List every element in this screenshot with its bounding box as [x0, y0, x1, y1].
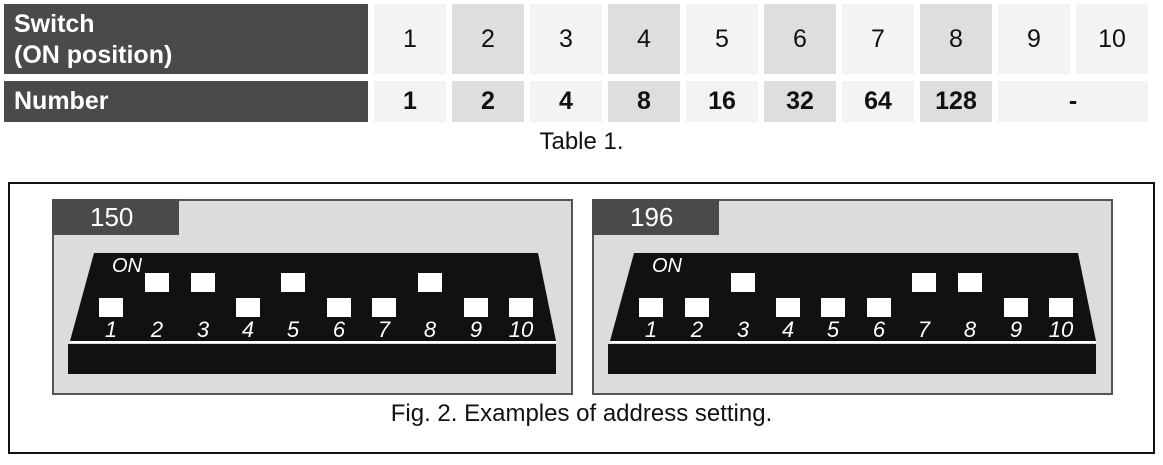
number-cell-2: 2: [452, 81, 524, 122]
example-value-label: 150: [52, 199, 179, 235]
switch-6-off: [867, 298, 891, 317]
dip-switch-base: [68, 344, 556, 374]
switch-4-off: [776, 298, 800, 317]
switch-number-label: 6: [873, 317, 886, 342]
switch-cell-4: 4: [608, 4, 680, 74]
switch-cell-7: 7: [842, 4, 914, 74]
number-cell-4: 8: [608, 81, 680, 122]
switch-number-label: 4: [242, 317, 254, 342]
number-cell-5: 16: [686, 81, 758, 122]
number-cell-9-10: -: [998, 81, 1148, 122]
switch-number-label: 5: [827, 317, 840, 342]
number-cell-1: 1: [374, 81, 446, 122]
switch-8-on: [958, 273, 982, 292]
switch-number-label: 3: [197, 317, 210, 342]
switch-9-off: [1004, 298, 1028, 317]
switch-number-label: 10: [1049, 317, 1074, 342]
switch-3-on: [191, 273, 215, 292]
switch-3-on: [731, 273, 755, 292]
dip-switch-base: [608, 344, 1096, 374]
switch-number-label: 2: [690, 317, 703, 342]
switch-7-on: [912, 273, 936, 292]
switch-cell-3: 3: [530, 4, 602, 74]
switch-number-label: 1: [645, 317, 657, 342]
switch-number-label: 8: [964, 317, 977, 342]
switch-7-off: [372, 298, 396, 317]
number-cell-8: 128: [920, 81, 992, 122]
dip-switch-diagram: ON 1 2 3 4 5 6 7 8 9 10: [608, 253, 1096, 374]
switch-number-label: 9: [1010, 317, 1022, 342]
switch-number-label: 7: [918, 317, 931, 342]
switch-number-label: 8: [424, 317, 437, 342]
switch-6-off: [327, 298, 351, 317]
dip-switch-body: [610, 253, 1096, 341]
switch-cell-10: 10: [1076, 4, 1148, 74]
switch-4-off: [236, 298, 260, 317]
switch-5-off: [821, 298, 845, 317]
switch-cell-1: 1: [374, 4, 446, 74]
number-header: Number: [4, 81, 368, 122]
switch-header-line1: Switch: [14, 10, 95, 38]
switch-header: Switch (ON position): [4, 4, 368, 74]
number-cell-6: 32: [764, 81, 836, 122]
switch-1-off: [639, 298, 663, 317]
number-cell-3: 4: [530, 81, 602, 122]
switch-cell-6: 6: [764, 4, 836, 74]
number-cell-7: 64: [842, 81, 914, 122]
switch-number-label: 3: [737, 317, 750, 342]
example-value-label: 196: [592, 199, 719, 235]
switch-cell-2: 2: [452, 4, 524, 74]
switch-number-label: 10: [509, 317, 534, 342]
switch-10-off: [1049, 298, 1073, 317]
switch-9-off: [464, 298, 488, 317]
figure-frame: 150 ON 1 2 3 4 5 6 7 8 9 10 196 ON 1 2 3 4 5 6 7 8 9 10 Fig.…: [8, 182, 1155, 454]
switch-number-label: 7: [378, 317, 391, 342]
switch-cell-8: 8: [920, 4, 992, 74]
switch-10-off: [509, 298, 533, 317]
figure-caption: Fig. 2. Examples of address setting.: [390, 400, 773, 427]
switch-number-label: 2: [150, 317, 163, 342]
switch-1-off: [99, 298, 123, 317]
example-panel-1: 150 ON 1 2 3 4 5 6 7 8 9 10: [52, 199, 573, 395]
dip-switch-diagram: ON 1 2 3 4 5 6 7 8 9 10: [68, 253, 556, 374]
switch-8-on: [418, 273, 442, 292]
switch-number-label: 5: [287, 317, 300, 342]
switch-header-line2: (ON position): [14, 41, 173, 69]
example-panel-2: 196 ON 1 2 3 4 5 6 7 8 9 10: [592, 199, 1113, 395]
table-caption: Table 1.: [539, 128, 624, 155]
switch-2-off: [685, 298, 709, 317]
switch-number-label: 4: [782, 317, 794, 342]
switch-cell-5: 5: [686, 4, 758, 74]
switch-number-label: 1: [105, 317, 117, 342]
on-label: ON: [652, 255, 683, 277]
switch-5-on: [281, 273, 305, 292]
dip-switch-body: [70, 253, 556, 341]
on-label: ON: [112, 255, 143, 277]
switch-number-label: 9: [470, 317, 482, 342]
switch-number-label: 6: [333, 317, 346, 342]
switch-2-on: [145, 273, 169, 292]
switch-cell-9: 9: [998, 4, 1070, 74]
